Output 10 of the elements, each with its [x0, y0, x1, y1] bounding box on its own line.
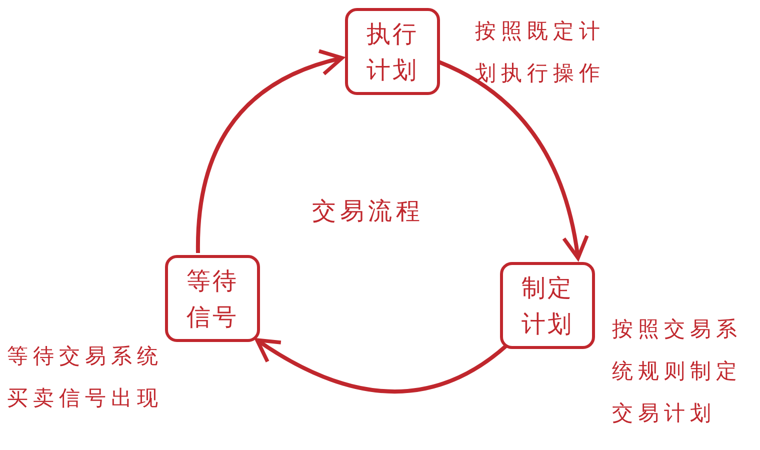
process-box: 制定计划: [500, 262, 595, 349]
note-text: 按照既定计划执行操作: [475, 18, 606, 87]
process-box: 执行计划: [345, 8, 440, 95]
title: 交易流程: [312, 196, 424, 227]
curved-arrow: [438, 60, 588, 260]
note-text: 按照交易系统规则制定交易计划: [612, 316, 743, 427]
curved-arrow: [255, 338, 508, 394]
process-box: 等待信号: [165, 255, 260, 342]
note-text: 等待交易系统买卖信号出现: [7, 343, 164, 412]
curved-arrow: [196, 50, 344, 254]
